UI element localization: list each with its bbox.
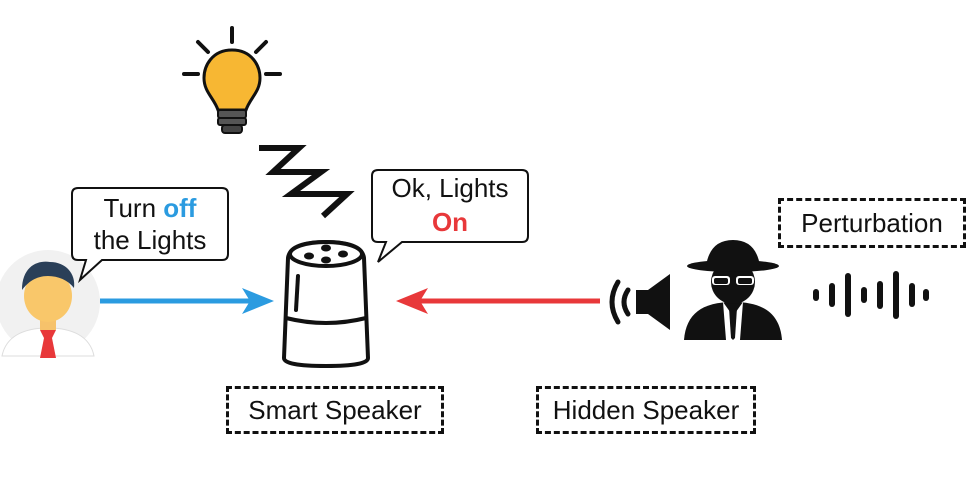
- response-keyword-on: On: [431, 207, 469, 237]
- speaker-response-bubble: Ok, Lights On: [368, 168, 532, 266]
- loudspeaker-icon: [609, 274, 670, 330]
- command-keyword-off: off: [163, 193, 197, 223]
- attacker-spy-icon: [684, 240, 782, 340]
- user-command-line1: Turn off: [103, 193, 197, 223]
- light-bulb-icon: [182, 26, 282, 134]
- wireless-signal-icon: [259, 145, 355, 219]
- audio-waveform-icon: [813, 271, 929, 319]
- speaker-response-line2: On: [368, 206, 532, 238]
- hidden-speaker-label: Hidden Speaker: [536, 386, 756, 434]
- user-avatar: [0, 246, 102, 360]
- speaker-response-line1: Ok, Lights: [391, 173, 509, 203]
- attack-command-arrow: [396, 288, 600, 314]
- user-command-arrow: [100, 288, 274, 314]
- smart-speaker-icon: [281, 239, 371, 369]
- perturbation-label: Perturbation: [778, 198, 966, 248]
- smart-speaker-label: Smart Speaker: [226, 386, 444, 434]
- user-command-line2: the Lights: [93, 225, 207, 255]
- user-speech-bubble: Turn off the Lights: [68, 186, 232, 284]
